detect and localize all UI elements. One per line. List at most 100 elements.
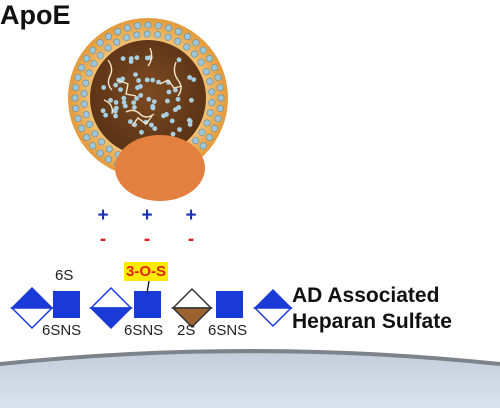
core-lipid-dot [114,105,119,111]
phospholipid-head [71,94,79,102]
phospholipid-head [83,54,91,62]
phospholipid-head [203,119,211,127]
phospholipid-head [123,24,131,32]
phospholipid-head [96,149,104,157]
phospholipid-head [123,34,131,42]
core-lipid-strands [103,47,183,127]
phospholipid-head [74,115,82,123]
chain-label-line-1: AD Associated [292,284,440,307]
modification-6s: 6S [55,267,74,284]
core-lipid-dot [122,103,128,109]
modification-6sns: 6SNS [208,322,248,339]
modification-6sns: 6SNS [42,322,82,339]
phospholipid-head [96,51,104,59]
phospholipid-head [191,50,199,58]
phospholipid-head [210,64,218,72]
core-lipid-dot [177,127,182,132]
core-lipid-dot [173,107,178,113]
core-lipid-dot [144,77,150,83]
core-lipid-dot [173,87,178,93]
highlight-label: 3-O-S [125,263,166,280]
phospholipid-head [72,84,80,92]
phospholipid-head [197,58,205,66]
phospholipid-head [90,60,98,68]
core-lipid-dot [131,100,137,105]
phospholipid-head [154,22,162,30]
core-lipid-dot [151,99,157,104]
phospholipid-head [198,128,206,136]
core-lipid-dot [134,55,140,61]
modification-6sns: 6SNS [124,322,164,339]
core-lipid-dot [187,75,193,80]
diamond-sugar-1 [10,286,54,330]
phospholipid-head [80,100,88,108]
phospholipid-head [202,68,210,76]
core-lipid-dot [150,104,156,109]
phospholipid-head [208,88,216,96]
core-lipid-dot [120,56,126,61]
core-lipid-dot [108,97,113,103]
phospholipid-head [192,39,200,47]
phospholipid-head [96,39,104,47]
negative-charge: - [187,229,195,250]
core-lipid-dot [139,129,144,135]
phospholipid-head [104,44,112,52]
phospholipid-head [86,120,94,128]
highlight-pointer [146,280,150,294]
chain-label: AD Associated Heparan Sulfate [292,283,452,335]
phospholipid-head [72,104,80,112]
positive-charge: + [141,205,153,226]
core-lipid-dot [170,131,176,137]
phospholipid-head [82,79,90,87]
core-lipid-dot [113,113,118,119]
core-lipid-dot [100,108,106,114]
core-lipid-dot [101,85,107,90]
diamond-sugar-3 [171,287,213,329]
core-lipid-dot [144,55,150,61]
phospholipid-head [105,155,113,163]
membrane-edge [0,349,500,366]
core-lipid-dot [113,100,119,105]
phospholipid-head [105,33,113,41]
negative-charge: - [143,229,151,250]
phospholipid-head [174,37,182,45]
positive-charge: + [97,205,109,226]
heparan-sulfate-chain [10,280,293,330]
core-lipid-dot [121,95,127,101]
positive-charges: + + + [95,206,199,225]
core-lipid-dot [152,126,158,131]
core-lipid-dot [165,98,170,104]
core-lipid-dot [127,119,133,125]
square-sugar-1 [53,291,80,318]
square-sugar-3 [216,291,243,318]
phospholipid-head [78,124,86,132]
phospholipid-head [216,84,224,92]
phospholipid-head [85,69,93,77]
phospholipid-head [199,46,207,54]
phospholipid-head [113,38,121,46]
core-lipid-dot [136,78,142,83]
square-sugar-2 [134,291,161,318]
core-lipid-dot [103,112,108,118]
phospholipid-head [174,28,182,36]
positive-charge: + [185,205,197,226]
apoe-title: ApoE [0,0,71,30]
phospholipid-head [205,134,213,142]
core-lipid-dot [146,96,152,102]
core-lipid-dot [133,72,138,77]
core-lipid-dot [113,82,118,88]
phospholipid-head [214,115,222,123]
phospholipid-head [206,109,214,117]
core-lipid-dot [156,79,161,85]
phospholipid-head [89,142,97,150]
phospholipid-head [199,142,207,150]
phospholipid-head [214,73,222,81]
core-lipid-dot [187,118,193,124]
core-lipid-dot [128,56,134,61]
phospholipid-head [114,28,122,36]
core-lipid-dot [138,93,144,98]
core-lipid-dot [176,57,182,63]
phospholipid-head [80,90,88,98]
phospholipid-head [154,31,162,39]
phospholipid-head [91,130,99,138]
